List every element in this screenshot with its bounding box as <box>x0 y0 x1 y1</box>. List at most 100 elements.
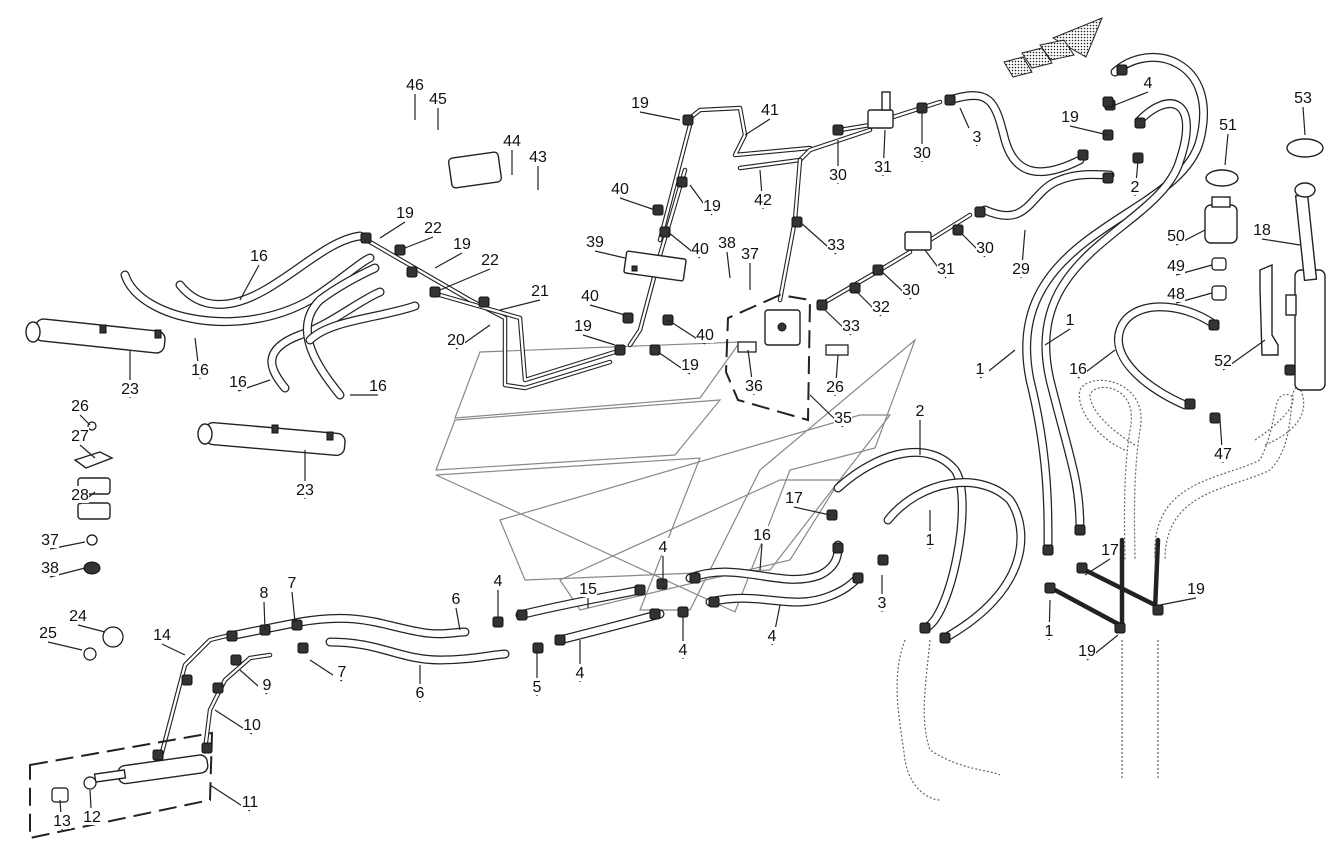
callout-label-bg <box>829 166 847 183</box>
callout-label-bg <box>826 378 844 395</box>
callout-label-bg <box>571 664 589 681</box>
filter-50 <box>1204 196 1238 244</box>
leader-line <box>239 264 260 301</box>
fitting-nut <box>406 266 418 278</box>
fitting-nut <box>297 642 309 654</box>
leader-line <box>582 334 616 346</box>
fitting-nut <box>1102 96 1114 108</box>
callout-label: 42 <box>754 192 772 209</box>
callout-label: 1 <box>1066 312 1075 329</box>
callout-label: 22 <box>481 252 499 269</box>
fitting-nut <box>622 312 634 324</box>
fitting-nut <box>944 94 956 106</box>
leader-line <box>1159 597 1197 606</box>
callout-label: 4 <box>576 665 585 682</box>
callout-label-bg <box>1253 221 1271 238</box>
fitting-nut <box>1209 412 1221 424</box>
callout-label-bg <box>827 236 845 253</box>
callout-label: 46 <box>406 77 424 94</box>
callout-label: 19 <box>1187 581 1205 598</box>
callout-label: 6 <box>452 591 461 608</box>
callout-label: 40 <box>611 181 629 198</box>
callout-label-bg <box>579 580 597 597</box>
callout-label: 32 <box>872 299 890 316</box>
callout-label-bg <box>741 245 759 262</box>
callout-label: 23 <box>121 381 139 398</box>
fitting-nut <box>682 114 694 126</box>
fitting-nut <box>649 608 661 620</box>
callout-label-bg <box>921 531 939 548</box>
fitting-nut <box>360 232 372 244</box>
callout-label: 23 <box>296 482 314 499</box>
leader-line <box>759 543 763 571</box>
callout-label: 4 <box>1144 75 1153 92</box>
callout-label-bg <box>529 148 547 165</box>
callout-label: 4 <box>494 573 503 590</box>
fitting-nut <box>1114 622 1126 634</box>
leader-line <box>1261 238 1301 246</box>
cylinder-23-lower <box>197 421 346 457</box>
callout-label: 26 <box>826 379 844 396</box>
callout-label: 27 <box>71 428 89 445</box>
leader-line <box>1084 558 1111 576</box>
leader-line <box>77 624 106 633</box>
fitting-nut <box>516 609 528 621</box>
callout-label: 30 <box>902 282 920 299</box>
callout-label-bg <box>913 144 931 161</box>
leader-line <box>79 414 91 426</box>
callout-label-bg <box>968 128 986 145</box>
components <box>25 91 1326 803</box>
callout-label-bg <box>1167 257 1185 274</box>
callout-label-bg <box>489 572 507 589</box>
callout-label-bg <box>691 240 709 257</box>
callout-label-bg <box>703 197 721 214</box>
callout-label-bg <box>503 132 521 149</box>
callout-label: 1 <box>926 532 935 549</box>
callout-label: 5 <box>533 679 542 696</box>
callout-label-bg <box>631 94 649 111</box>
callout-label: 18 <box>1253 222 1271 239</box>
callout-label: 4 <box>768 628 777 645</box>
hoses <box>120 53 1220 665</box>
callout-label-bg <box>71 397 89 414</box>
callout-label-bg <box>745 377 763 394</box>
callout-label-bg <box>241 793 259 810</box>
callout-label: 2 <box>916 403 925 420</box>
callout-label: 49 <box>1167 258 1185 275</box>
leader-line <box>263 601 266 631</box>
callout-label: 19 <box>453 236 471 253</box>
callout-label-bg <box>761 101 779 118</box>
leader-line <box>726 251 731 279</box>
callout-label-bg <box>872 298 890 315</box>
leader-line <box>1044 328 1071 346</box>
callout-label-bg <box>69 607 87 624</box>
callout-label: 51 <box>1219 117 1237 134</box>
bracket-52 <box>1259 263 1279 356</box>
callout-label: 9 <box>263 677 272 694</box>
tee-31-upper <box>867 109 894 129</box>
fitting-48 <box>1211 285 1227 301</box>
dashed-callout-boxes <box>29 293 812 840</box>
accumulator-18 <box>1285 182 1326 391</box>
callout-label: 35 <box>834 410 852 427</box>
leader-line <box>639 111 681 121</box>
callout-label-bg <box>255 584 273 601</box>
fitting-nut <box>659 226 671 238</box>
fitting-49 <box>1211 257 1227 271</box>
background-chevrons <box>435 338 917 613</box>
fitting-nut <box>554 634 566 646</box>
callout-label: 37 <box>741 246 759 263</box>
callout-label: 39 <box>586 234 604 251</box>
callout-label: 16 <box>250 248 268 265</box>
switch-44 <box>447 151 503 189</box>
fitting-nut <box>974 206 986 218</box>
direction-arrow-icon <box>1003 17 1103 78</box>
leader-line <box>379 221 406 239</box>
callout-label-bg <box>41 531 59 548</box>
leader-line <box>744 118 771 136</box>
callout-label: 19 <box>1061 109 1079 126</box>
callout-label-bg <box>971 360 989 377</box>
callout-label-bg <box>283 574 301 591</box>
fitting-nut <box>676 176 688 188</box>
